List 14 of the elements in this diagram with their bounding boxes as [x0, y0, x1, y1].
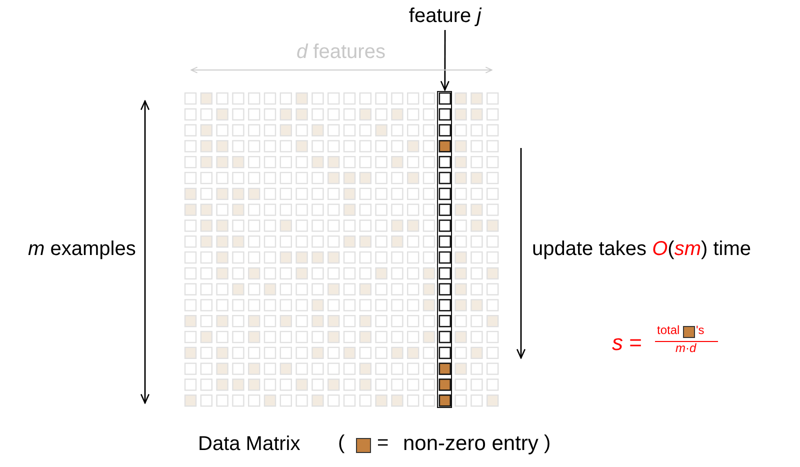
fraction-numerator: total: [657, 324, 680, 338]
fraction-denominator: m·d: [676, 342, 696, 356]
update-time-note: update takes O(sm) time: [532, 238, 751, 261]
fraction-numerator: 's: [696, 324, 704, 338]
legend-text: non-zero entry: [403, 432, 538, 456]
equals-sign: =: [377, 432, 389, 455]
formula-variable: s =: [612, 330, 642, 356]
highlighted-matrix-column: [437, 91, 452, 408]
legend-bracket: ): [544, 432, 551, 455]
dimension-label: m examples: [28, 238, 136, 261]
feature-label: feature j: [408, 5, 482, 28]
leader-arrow: [440, 30, 450, 91]
legend-bracket: (: [338, 432, 345, 455]
caption: Data Matrix: [198, 433, 300, 456]
